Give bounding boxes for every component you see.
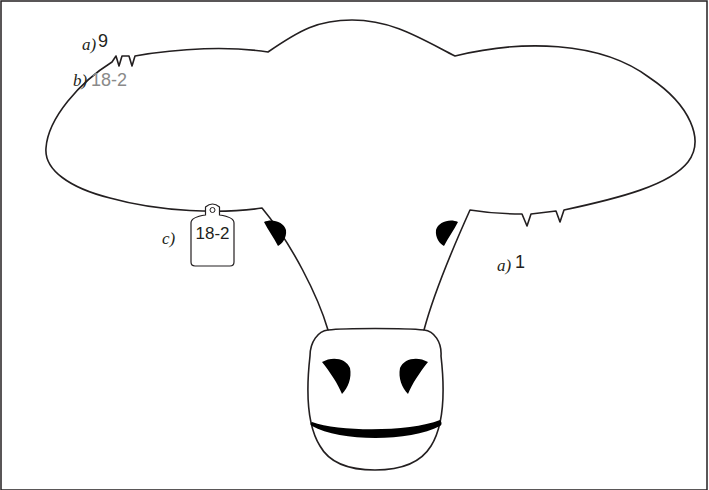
notch-number: 1 bbox=[515, 253, 525, 271]
cow-head-outline bbox=[46, 20, 695, 470]
ear-tag-hole bbox=[210, 208, 215, 213]
callout-letter: c) bbox=[162, 230, 175, 247]
cow-nostril-left bbox=[322, 359, 351, 394]
notch-number: 9 bbox=[98, 32, 108, 50]
cow-eye-right bbox=[436, 220, 458, 246]
callout-letter: b) bbox=[73, 72, 87, 89]
cow-nostril-right bbox=[399, 359, 428, 394]
tattoo-number: 18-2 bbox=[91, 71, 127, 89]
cow-eye-left bbox=[264, 220, 286, 246]
cow-mouth bbox=[311, 420, 442, 438]
ear-tag: 18-2 bbox=[190, 203, 235, 267]
ear-tag-outline bbox=[191, 204, 234, 266]
tag-number: 18-2 bbox=[190, 225, 235, 242]
callout-letter: a) bbox=[497, 257, 511, 274]
callout-letter: a) bbox=[82, 36, 96, 53]
cow-forehead-line bbox=[328, 329, 424, 331]
